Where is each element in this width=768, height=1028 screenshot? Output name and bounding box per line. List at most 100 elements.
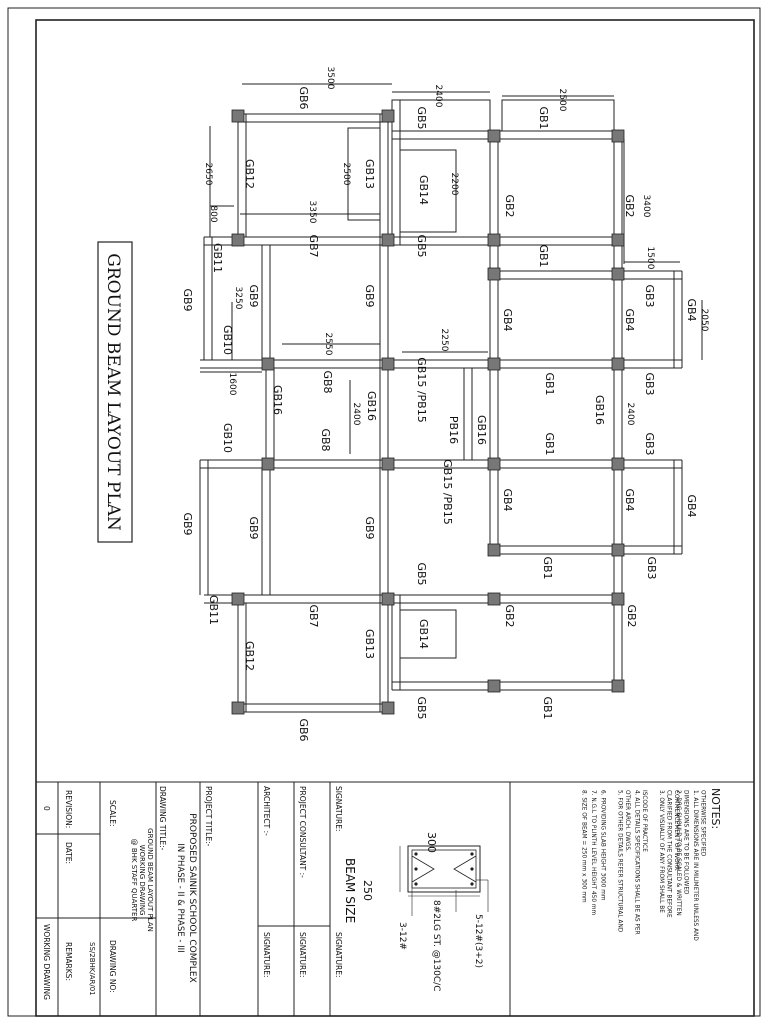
architect-signature: SIGNATURE: [262,932,271,978]
beam-label: GB1 [537,106,550,129]
beam-label: GB9 [181,512,194,535]
beam-label: GB10 [221,423,234,453]
beam-label: GB1 [543,372,556,395]
dimension-value: 2050 [699,309,709,332]
title-block-text: SIGNATURE: SIGNATURE: PROJECT CONSULTANT… [42,786,343,1000]
beam-label: GB16 [271,385,284,415]
note-item-line: CLARIFIED FROM THE CONSULTANT BEFORE [666,790,672,918]
beam-label: GB6 [297,86,310,109]
beam-label: GB2 [623,194,636,217]
drawing-title-label: DRAWING TITLE:- [158,786,167,851]
dimension-value: 1600 [227,373,237,396]
dimension-value: 2650 [203,163,213,186]
note-item-line: COMMENCEMENT OF WORK [673,790,679,871]
note-item-line: 5. FOR OTHER DETAILS REFER STRUCTURAL AN… [617,790,623,933]
beam-depth: 300 [425,832,438,853]
note-item-line: DIMENSIONS ARE TO BE FOLLOWED [683,790,689,895]
project-title-line1: PROPOSED SAINIK SCHOOL COMPLEX [187,813,197,983]
note-item: 8. SIZE OF BEAM = 250 mm x 300 mm [581,790,587,903]
beam-label: GB4 [501,488,514,511]
notes-list: 1. ALL DIMENSIONS ARE IN MILIMETER UNLES… [581,790,706,941]
note-item-line: 8. SIZE OF BEAM = 250 mm x 300 mm [581,790,587,903]
beam-label: GB5 [415,234,428,257]
signature-label: SIGNATURE: [334,932,343,978]
dimension-value: 1500 [645,247,655,270]
remarks-value: WORKING DRAWING [42,924,51,1000]
ground-beam-plan [199,83,703,713]
drawing-no-value: SS/2BHK/AR/01 [88,942,96,996]
revision-label: REVISION: [64,790,73,828]
beam-label: GB15 /PB15 [415,357,428,422]
beam-label: GB9 [247,284,260,307]
drawing-title-line2: WORKING DRAWING [138,845,146,916]
dimension-value: 3400 [641,195,651,218]
dimension-value: 2400 [625,403,635,426]
note-item-line: 7. N.G.L TO PLINTH LEVEL HEIGHT 450 mm [590,790,596,916]
dimension-value: 3350 [307,201,317,224]
dimension-value: 3250 [233,287,243,310]
beam-label: GB10 [221,325,234,355]
dimension-value: 2500 [557,89,567,112]
beam-label: GB1 [537,244,550,267]
signature-label: SIGNATURE: [334,786,343,832]
inner-border [35,19,755,1017]
note-item: 4. ALL DETAILS SPECIFICATIONS SHALL BE A… [634,790,648,935]
notes-heading: NOTES: [709,788,722,829]
beam-label: GB1 [541,556,554,579]
note-item: 1. ALL DIMENSIONS ARE IN MILIMETER UNLES… [692,790,706,941]
note-item-line: OTHER ARCH. DWGS. [624,790,630,852]
beam-label: GB9 [181,288,194,311]
dimension-value: 2250 [439,329,449,352]
dimension-labels: 3500 2400 2500 2650 800 2500 3350 2200 3… [203,67,709,426]
project-title-label: PROJECT TITLE:- [204,786,213,847]
beam-label: GB8 [319,428,332,451]
beam-label: GB9 [363,516,376,539]
beam-label: GB2 [503,604,516,627]
beam-stirrups-text: 8#2LG ST. @130C/C [431,900,441,992]
beam-label: GB4 [501,308,514,331]
dimension-value: 2200 [449,173,459,196]
drawing-no-label: DRAWING NO: [108,940,117,993]
drawing-title-line3: @ BHK STAFF QUARTER [130,839,138,922]
beam-labels: GB6 GB5 GB1 GB12 GB13 GB14 GB2 GB2 GB11 … [181,86,698,741]
note-item-line: OTHERWISE SPECIFIED [700,790,706,857]
dimension-value: 2400 [351,403,361,426]
beam-label: GB11 [211,243,224,273]
dimension-value: 2500 [341,163,351,186]
beam-label: GB12 [243,641,256,671]
beam-bottom-bars: 3-12# [397,922,407,950]
note-item-line: 4. ALL DETAILS SPECIFICATIONS SHALL BE A… [634,790,640,935]
beam-label: GB3 [643,372,656,395]
consultant-signature: SIGNATURE: [298,932,307,978]
beam-label: GB14 [417,175,430,205]
beam-label: GB4 [685,494,698,517]
column-markers [231,109,625,715]
plan-title: GROUND BEAM LAYOUT PLAN [103,253,123,531]
dimension-value: 2400 [433,85,443,108]
beam-label: GB12 [243,159,256,189]
beam-label: GB2 [503,194,516,217]
beam-label: GB14 [417,619,430,649]
beam-label: GB11 [207,595,220,625]
note-item-line: 6. PROVIDING SLAB HEIGHT 3000 mm [600,790,606,901]
beam-stirrups: 8#2LG ST. @130C/C [431,900,441,992]
beam-width: 250 [361,880,374,901]
beam-label: GB4 [623,308,636,331]
beam-label: GB13 [363,159,376,189]
date-label: DATE: [64,842,73,864]
beam-label: GB4 [685,298,698,321]
title-block [35,781,754,1016]
note-item-line: 2. DRG SHOULD TO BE SCALED & WRITTEN [675,790,681,916]
remarks-label: REMARKS: [64,942,73,981]
note-item-line: ISCODE OF PRACTICE [641,790,647,852]
beam-label: GB2 [625,604,638,627]
note-item-line: 1. ALL DIMENSIONS ARE IN MILIMETER UNLES… [692,790,698,941]
notes-panel: NOTES: [709,788,722,829]
beam-label: GB13 [363,629,376,659]
dimension-value: 3500 [325,67,335,90]
beam-label: GB6 [297,718,310,741]
beam-label: GB5 [415,696,428,719]
note-item-line: 3. ONLY VISUALLY OF ANY FROM SHALL BE [658,790,664,913]
